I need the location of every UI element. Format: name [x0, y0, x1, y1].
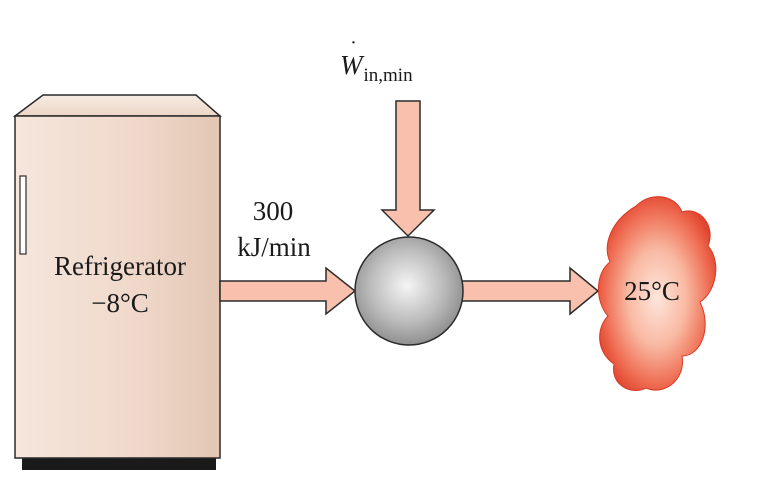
work-subscript: in,min	[363, 65, 413, 86]
heat-out-arrow	[461, 266, 600, 316]
refrigerator-temperature: −8°C	[91, 288, 149, 318]
refrigerator-top	[12, 94, 222, 117]
work-input-label: ˙Win,min	[340, 36, 413, 87]
heat-rate-value: 300	[252, 196, 294, 226]
rate-dot: ˙	[349, 36, 358, 61]
surroundings-temperature: 25°C	[624, 276, 680, 306]
heat-in-arrow	[219, 266, 357, 316]
refrigerator-label: Refrigerator	[54, 251, 186, 281]
surroundings-cloud	[597, 196, 717, 391]
refrigerator	[12, 94, 222, 470]
refrigerator-handle	[19, 175, 27, 255]
refrigeration-machine	[354, 236, 464, 346]
refrigerator-base	[22, 458, 216, 470]
work-symbol: W	[340, 50, 363, 80]
work-input-arrow	[380, 100, 436, 238]
heat-rate-unit: kJ/min	[237, 232, 311, 262]
refrigerator-body	[14, 115, 221, 459]
